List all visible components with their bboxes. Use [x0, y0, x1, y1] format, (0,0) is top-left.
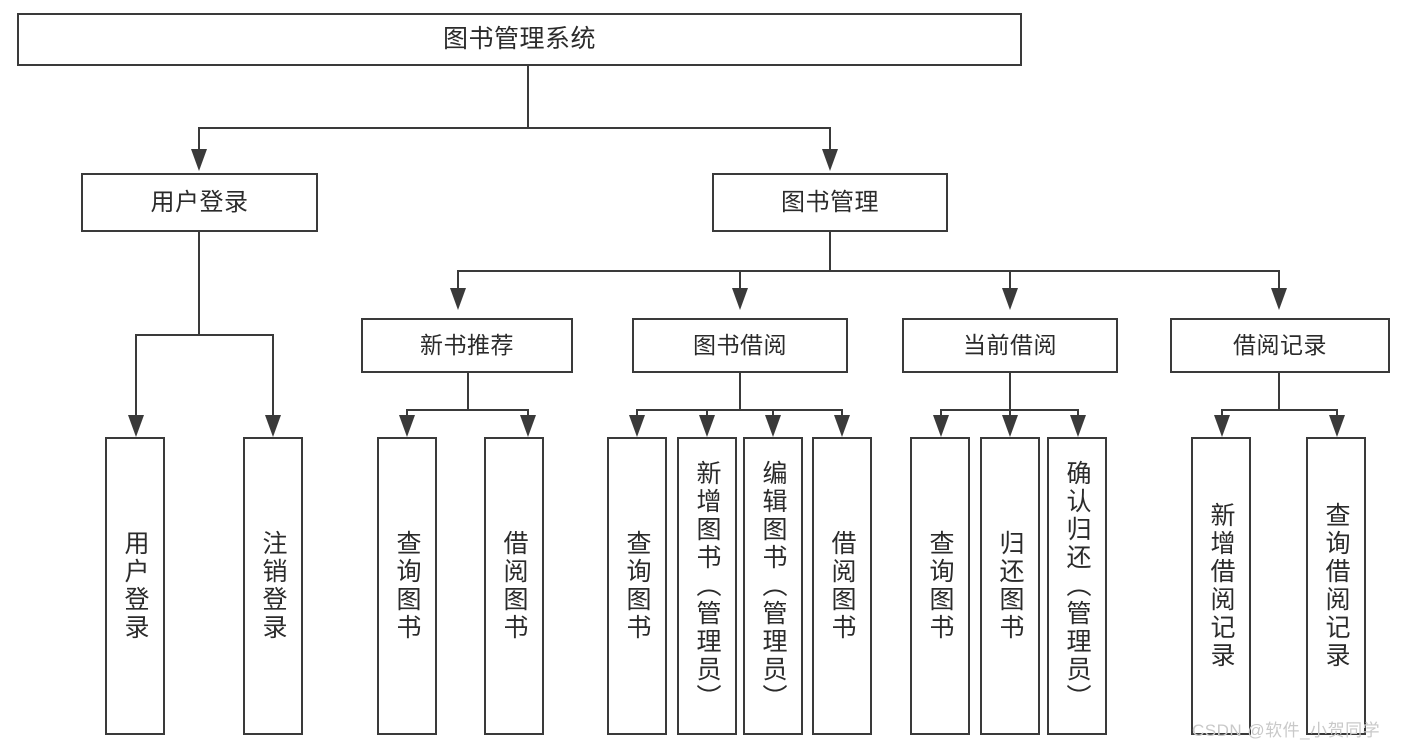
node-new-book-recommend[interactable]: 新书推荐: [361, 318, 573, 373]
connector-root-bar: [198, 127, 830, 129]
connector-new-book-stem: [467, 373, 469, 411]
node-label: 查询借阅记录: [1322, 502, 1350, 670]
leaf-current-confirm-return-admin[interactable]: 确认归还（管理员）: [1047, 437, 1107, 735]
connector-user-login-stem: [198, 232, 200, 335]
node-label: 编辑图书（管理员）: [759, 460, 787, 712]
connector-book-manage-bar: [457, 270, 1279, 272]
node-label: 查询图书: [926, 530, 954, 642]
connector-user-login-bar: [135, 334, 274, 336]
node-label: 新增图书（管理员）: [693, 460, 721, 712]
node-label: 查询图书: [623, 530, 651, 642]
connector-book-borrow-drop-2: [706, 409, 708, 415]
arrow-root-to-book-manage: [822, 149, 838, 171]
node-label: 新增借阅记录: [1207, 502, 1235, 670]
connector-to-borrow-record: [1278, 270, 1280, 288]
arrow-book-borrow-leaf-2: [699, 415, 715, 437]
arrow-new-book-leaf-2: [520, 415, 536, 437]
leaf-borrow-edit-book-admin[interactable]: 编辑图书（管理员）: [743, 437, 803, 735]
arrow-new-book-leaf-1: [399, 415, 415, 437]
connector-to-new-book: [457, 270, 459, 288]
leaf-newbook-query-book[interactable]: 查询图书: [377, 437, 437, 735]
arrow-book-borrow-leaf-3: [765, 415, 781, 437]
node-label: 注销登录: [259, 530, 287, 642]
connector-new-book-bar: [406, 409, 529, 411]
arrow-borrow-record-leaf-2: [1329, 415, 1345, 437]
node-user-login[interactable]: 用户登录: [81, 173, 318, 232]
leaf-current-query-book[interactable]: 查询图书: [910, 437, 970, 735]
node-current-borrow[interactable]: 当前借阅: [902, 318, 1118, 373]
connector-book-borrow-bar: [636, 409, 843, 411]
node-label: 图书管理系统: [442, 25, 596, 54]
leaf-logout[interactable]: 注销登录: [243, 437, 303, 735]
connector-current-borrow-drop-2: [1009, 409, 1011, 415]
connector-book-manage-stem: [829, 232, 831, 271]
connector-book-borrow-drop-4: [841, 409, 843, 415]
node-root-system[interactable]: 图书管理系统: [17, 13, 1022, 66]
connector-borrow-record-drop-2: [1336, 409, 1338, 415]
connector-borrow-record-drop-1: [1221, 409, 1223, 415]
arrow-to-new-book: [450, 288, 466, 310]
leaf-newbook-borrow-book[interactable]: 借阅图书: [484, 437, 544, 735]
arrow-book-borrow-leaf-1: [629, 415, 645, 437]
leaf-record-add-record[interactable]: 新增借阅记录: [1191, 437, 1251, 735]
connector-borrow-record-stem: [1278, 373, 1280, 411]
node-book-management[interactable]: 图书管理: [712, 173, 948, 232]
node-label: 图书管理: [781, 188, 879, 216]
node-borrow-record[interactable]: 借阅记录: [1170, 318, 1390, 373]
node-label: 查询图书: [393, 530, 421, 642]
node-label: 新书推荐: [420, 332, 514, 359]
connector-new-book-drop-2: [527, 409, 529, 415]
arrow-current-borrow-leaf-1: [933, 415, 949, 437]
node-label: 图书借阅: [693, 332, 787, 359]
connector-to-book-borrow: [739, 270, 741, 288]
connector-user-login-drop-1: [135, 334, 137, 415]
connector-root-to-book-manage: [829, 127, 831, 149]
connector-current-borrow-stem: [1009, 373, 1011, 411]
connector-user-login-drop-2: [272, 334, 274, 415]
connector-current-borrow-drop-1: [940, 409, 942, 415]
arrow-user-login-leaf-2: [265, 415, 281, 437]
leaf-record-query-record[interactable]: 查询借阅记录: [1306, 437, 1366, 735]
arrow-current-borrow-leaf-3: [1070, 415, 1086, 437]
leaf-borrow-query-book[interactable]: 查询图书: [607, 437, 667, 735]
connector-borrow-record-bar: [1221, 409, 1338, 411]
node-label: 用户登录: [121, 530, 149, 642]
leaf-user-login[interactable]: 用户登录: [105, 437, 165, 735]
arrow-user-login-leaf-1: [128, 415, 144, 437]
leaf-borrow-add-book-admin[interactable]: 新增图书（管理员）: [677, 437, 737, 735]
connector-book-borrow-stem: [739, 373, 741, 411]
connector-root-stem: [527, 66, 529, 128]
node-book-borrow[interactable]: 图书借阅: [632, 318, 848, 373]
node-label: 借阅记录: [1233, 332, 1327, 359]
node-label: 借阅图书: [500, 530, 528, 642]
connector-book-borrow-drop-3: [772, 409, 774, 415]
node-label: 确认归还（管理员）: [1063, 460, 1091, 712]
leaf-current-return-book[interactable]: 归还图书: [980, 437, 1040, 735]
arrow-to-book-borrow: [732, 288, 748, 310]
arrow-to-current-borrow: [1002, 288, 1018, 310]
arrow-borrow-record-leaf-1: [1214, 415, 1230, 437]
leaf-borrow-borrow-book[interactable]: 借阅图书: [812, 437, 872, 735]
connector-to-current-borrow: [1009, 270, 1011, 288]
connector-current-borrow-drop-3: [1077, 409, 1079, 415]
node-label: 当前借阅: [963, 332, 1057, 359]
connector-book-borrow-drop-1: [636, 409, 638, 415]
arrow-root-to-user-login: [191, 149, 207, 171]
csdn-watermark: CSDN @软件_小贺同学: [1192, 721, 1381, 740]
arrow-to-borrow-record: [1271, 288, 1287, 310]
arrow-current-borrow-leaf-2: [1002, 415, 1018, 437]
node-label: 借阅图书: [828, 530, 856, 642]
connector-new-book-drop-1: [406, 409, 408, 415]
arrow-book-borrow-leaf-4: [834, 415, 850, 437]
node-label: 用户登录: [150, 188, 249, 216]
connector-root-to-user-login: [198, 127, 200, 149]
node-label: 归还图书: [996, 530, 1024, 642]
